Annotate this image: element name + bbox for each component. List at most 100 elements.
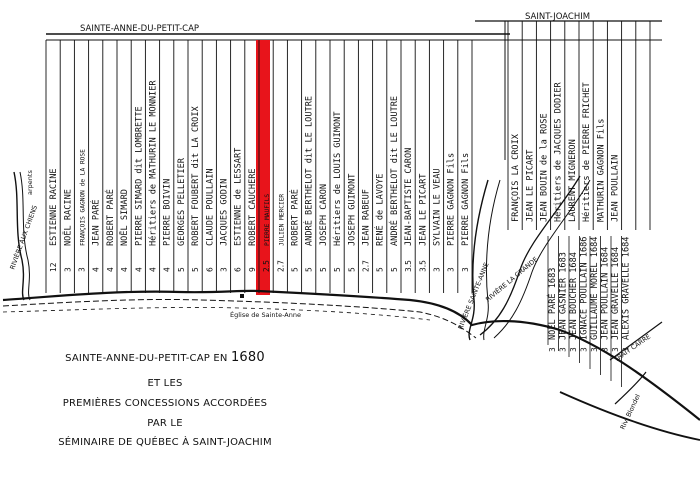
lot-name: PIERRE SIMARD dit LOMBRETTE <box>134 106 144 246</box>
lot-name: GEORGES PELLETIER <box>177 157 187 246</box>
shoreline <box>2 289 700 421</box>
unit-label: arpents <box>26 170 34 195</box>
lot-name: JEAN LE PICART <box>525 150 535 222</box>
lot-name: ESTIENNE RACINE <box>49 168 59 246</box>
lot-name: NOËL PARÉ 1683 <box>546 268 558 340</box>
lot-width: 5 <box>333 267 342 272</box>
lot-name: JEAN PARÉ <box>90 199 102 246</box>
caption-line-2: ET LES <box>147 378 183 389</box>
lot-name: FRANÇOIS GAGNON de LA ROSE <box>80 149 87 246</box>
river-la-grande-bank <box>493 179 591 339</box>
river-la-grande <box>479 175 581 336</box>
lot-name: CLAUDE POULLAIN <box>205 168 215 246</box>
lot-name: JACQUES GODIN <box>220 179 230 246</box>
lot-name: ANDRÉ BERTHELOT dit LE LOUTRE <box>388 96 400 246</box>
church-marker <box>240 294 244 298</box>
lot-name: SYLVAIN LE VEAU <box>433 168 443 246</box>
lot-name: GUILLAUME MOREL 1684 <box>590 237 600 340</box>
lot-width: 3 <box>622 347 631 352</box>
river-sainte-anne-bank <box>483 179 501 341</box>
river-blondel-label: Riv. Blondel <box>619 393 642 431</box>
lot-name: Héritiers de PIERRE FRICHET <box>581 82 592 222</box>
lot-name: ANDRÉ BERTHELOT dit LE LOUTRE <box>303 96 315 246</box>
lot-name: Héritiers de JACQUES DODIER <box>553 81 564 222</box>
lot-width: 3 <box>601 347 610 352</box>
lot-width: 3 <box>569 347 578 352</box>
lot-width: 5 <box>376 267 385 272</box>
lot-width: 5 <box>305 267 314 272</box>
lot-width: 4 <box>163 267 172 272</box>
lot-name: IGNACE POULLAIN 1686 <box>580 237 590 340</box>
lot-width: 3 <box>220 267 229 272</box>
lot-name: JEAN RABEUF <box>362 189 372 246</box>
lot-width: 12 <box>49 262 58 272</box>
shoreline-right-lower <box>559 391 700 441</box>
lot-width: 3 <box>580 347 589 352</box>
lot-name: NOËL RACINE <box>62 189 73 246</box>
lot-width: 5 <box>390 267 399 272</box>
lot-name: ROBERT CAUCHERE <box>248 168 258 246</box>
church-label: Église de Sainte-Anne <box>230 310 301 319</box>
lot-name: JEAN GASNIER 1683 <box>559 252 569 340</box>
lot-width: 3 <box>559 347 568 352</box>
lot-width: 4 <box>92 267 101 272</box>
river-sainte-anne <box>468 179 489 341</box>
lot-name: MATHURIN GAGNON Fils <box>596 119 606 222</box>
lots-layer: ESTIENNE RACINE 12 NOËL RACINE 3 FRANÇOIS GA… <box>45 21 651 387</box>
lot-width: 4 <box>120 267 129 272</box>
lot-name: JOSEPH GUIMONT <box>347 174 357 246</box>
lot-width: 6 <box>205 267 214 272</box>
caption-line-4: PAR LE <box>147 418 183 429</box>
lot-width: 3 <box>461 267 470 272</box>
river-blondel <box>614 371 647 405</box>
lot-width: 3.5 <box>418 260 427 272</box>
lot-width: 5 <box>177 267 186 272</box>
lot-name: PIERRE MAUFILS <box>264 194 271 246</box>
region-label-saint-joachim: SAINT-JOACHIM <box>525 12 590 22</box>
lot-name: Héritiers de LOUIS GUIMONT <box>332 111 343 246</box>
highlighted-lot <box>256 40 270 295</box>
caption-line-5: SÉMINAIRE DE QUÉBEC À SAINT-JOACHIM <box>58 437 272 448</box>
caption-line-1: SAINTE-ANNE-DU-PETIT-CAP EN 1680 <box>0 350 330 365</box>
lot-name: JEAN-BAPTISTE CARON <box>404 148 414 246</box>
lot-width: 3 <box>548 347 557 352</box>
lot-name: Héritiers de MATHURIN LE MONNIER <box>148 80 159 246</box>
lot-name: ROBERT PARÉ <box>104 189 116 246</box>
lot-width: 5 <box>291 267 300 272</box>
lot-width: 2.7 <box>276 260 285 272</box>
river-la-grande-label: RIVIÈRE LA GRANDE <box>484 254 540 303</box>
river-aux-chiens <box>13 171 25 301</box>
trait-carre-line <box>609 321 663 361</box>
caption-title: SAINTE-ANNE-DU-PETIT-CAP EN <box>65 353 228 364</box>
lot-name: JEAN POULLAIN 1684 <box>601 247 611 340</box>
lot-width: 9 <box>248 267 257 272</box>
region-label-sainte-anne: SAINTE-ANNE-DU-PETIT-CAP <box>80 24 199 34</box>
lot-width: 5 <box>191 267 200 272</box>
lot-name: ROBERT FOUBERT dit LA CROIX <box>191 105 201 246</box>
lot-name: JEAN LE PICART <box>418 174 428 246</box>
lot-name: ROBERT PARÉ <box>289 189 301 246</box>
river-aux-chiens-bank <box>19 171 31 301</box>
lot-width: 3 <box>78 267 87 272</box>
lot-width: 4 <box>149 267 158 272</box>
shoreline-hatch <box>2 298 477 339</box>
lot-width: 5 <box>347 267 356 272</box>
lot-name: ALEXIS GRAVELLE 1684 <box>622 237 632 340</box>
lot-name: JOSEPH CARON <box>319 184 329 246</box>
lot-name: ESTIENNE de LESSART <box>234 148 244 246</box>
lot-name: PIERRE GAGNON Fils <box>447 153 457 246</box>
lot-width: 4 <box>106 267 115 272</box>
lot-name: PIERRE GAGNON Fils <box>461 153 471 246</box>
lot-width: 3 <box>433 267 442 272</box>
shoreline-hatch-2 <box>2 307 431 321</box>
lot-width: 6 <box>234 267 243 272</box>
lot-width: 3 <box>611 347 620 352</box>
lot-name: JEAN BOUIN de la ROSE <box>540 113 550 222</box>
lot-width: 3.5 <box>404 260 413 272</box>
lot-name: RENÉ de LAVOYE <box>374 174 386 246</box>
lot-name: JEAN GRAVELLE 1684 <box>611 247 621 340</box>
caption-line-3: PREMIÈRES CONCESSIONS ACCORDÉES <box>62 398 268 409</box>
lot-width: 5 <box>319 267 328 272</box>
